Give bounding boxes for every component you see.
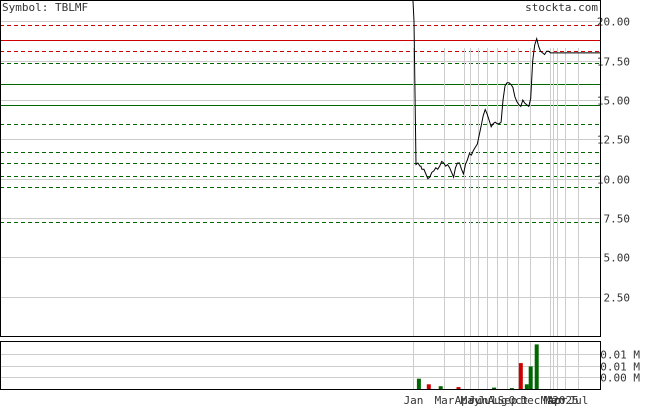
price-y-tick-label: 7.50 <box>604 213 631 226</box>
x-tick-label: Mar <box>541 394 561 406</box>
x-tick-label: Aug <box>488 394 508 406</box>
price-panel: 2.50 5.00 7.50 10.00 12.50 15.00 17.50 20.00 <box>0 0 630 389</box>
x-tick-label: Jul <box>478 394 498 406</box>
volume-bar <box>416 378 421 389</box>
price-grid <box>0 21 600 298</box>
volume-bar <box>426 384 431 389</box>
x-tick-label: Jul <box>569 394 589 406</box>
x-tick-label: Jun <box>469 394 489 406</box>
price-y-tick-label: 10.00 <box>597 174 630 187</box>
price-y-tick-label: 17.50 <box>597 56 630 69</box>
x-tick-label: Jan <box>404 394 424 406</box>
price-y-tick-label: 20.00 <box>597 16 630 29</box>
volume-bar <box>438 386 443 389</box>
price-y-tick-label: 5.00 <box>604 252 631 265</box>
x-tick-label: Mar <box>544 394 564 406</box>
x-tick-label: Sep <box>498 394 518 406</box>
price-levels <box>0 25 600 223</box>
volume-bar <box>524 384 529 389</box>
price-y-tick-label: 2.50 <box>604 292 631 305</box>
x-tick-label: May <box>461 394 481 406</box>
x-tick-label: 2025 <box>552 394 579 406</box>
volume-bar <box>518 363 523 389</box>
volume-y-tick-labels: 0.01 M0.01 M0.00 M <box>600 349 640 385</box>
volume-grid <box>0 354 600 378</box>
volume-y-tick-label: 0.01 M <box>600 361 640 374</box>
symbol-label: Symbol: TBLMF <box>2 1 88 14</box>
volume-bar <box>534 344 539 389</box>
volume-y-tick-label: 0.01 M <box>600 349 640 362</box>
volume-panel: 0.01 M0.01 M0.00 M <box>0 341 640 390</box>
volume-bars <box>416 344 539 389</box>
price-y-tick-label: 15.00 <box>597 95 630 108</box>
x-tick-label: Apr <box>548 394 568 406</box>
price-line <box>412 0 600 180</box>
x-tick-label: Oct <box>509 394 529 406</box>
x-tick-label: Dec <box>521 394 541 406</box>
x-tick-label: Apr <box>455 394 475 406</box>
x-vertical-grid <box>413 48 579 389</box>
volume-bar <box>509 388 514 389</box>
price-y-tick-labels: 2.50 5.00 7.50 10.00 12.50 15.00 17.50 20.00 <box>597 16 630 305</box>
volume-bar <box>528 366 533 389</box>
x-tick-label: Mar <box>435 394 455 406</box>
volume-y-tick-label: 0.00 M <box>600 372 640 385</box>
site-watermark: stockta.com <box>525 1 598 14</box>
price-panel-frame <box>0 0 601 337</box>
volume-panel-frame <box>0 341 601 390</box>
volume-bar <box>492 387 497 389</box>
price-y-tick-label: 12.50 <box>597 134 630 147</box>
volume-bar <box>456 387 461 389</box>
price-series <box>412 0 600 180</box>
